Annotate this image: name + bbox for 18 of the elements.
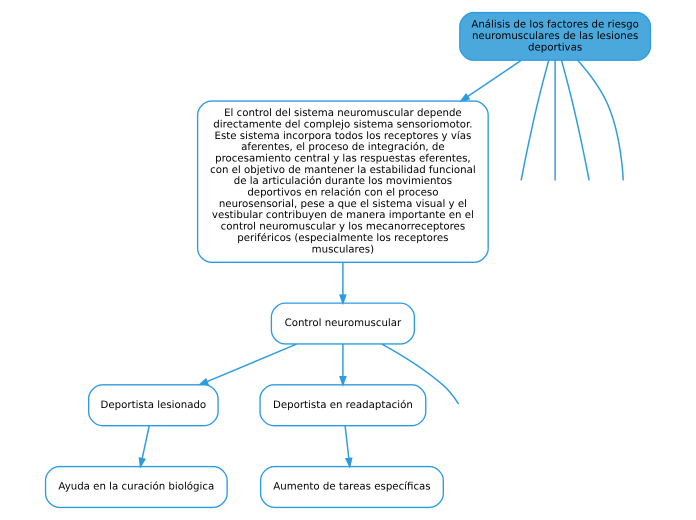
node-box: Ayuda en la curación biológica [44, 466, 228, 508]
arrow [138, 426, 150, 469]
connector [382, 344, 460, 404]
node-box: Análisis de los factores de riesgo neuromusculares de las lesiones deportivas [459, 12, 652, 61]
arrow [339, 262, 347, 306]
node-box: El control del sistema neuromuscular depende directamente del complejo sistema sensoriomotor. Este sistema incorpora todos los receptores y vías aferentes, el proceso de integración, de procesamiento central y las respuestas eferentes, con el objetivo de mantener la estabilidad funcional de la articulación durante los movimientos deportivos en relación con el proceso neurosensorial, pese a que el sistema visual y el vestibular contribuyen de manera importante en el control neuromuscular y los mecanorreceptores periféricos (especialmente los receptores musculares) [196, 100, 489, 263]
node-box: Control neuromuscular [270, 302, 416, 345]
arrow [459, 60, 522, 102]
node-box: Aumento de tareas específicas [260, 466, 444, 508]
arrow [339, 344, 347, 387]
connector [520, 60, 550, 181]
node-box: Deportista lesionado [88, 384, 219, 426]
node-box: Deportista en readaptación [259, 384, 426, 426]
connector [577, 60, 624, 180]
connector [560, 60, 590, 181]
connector [554, 60, 556, 180]
arrow [344, 426, 353, 469]
arrow [198, 343, 297, 386]
